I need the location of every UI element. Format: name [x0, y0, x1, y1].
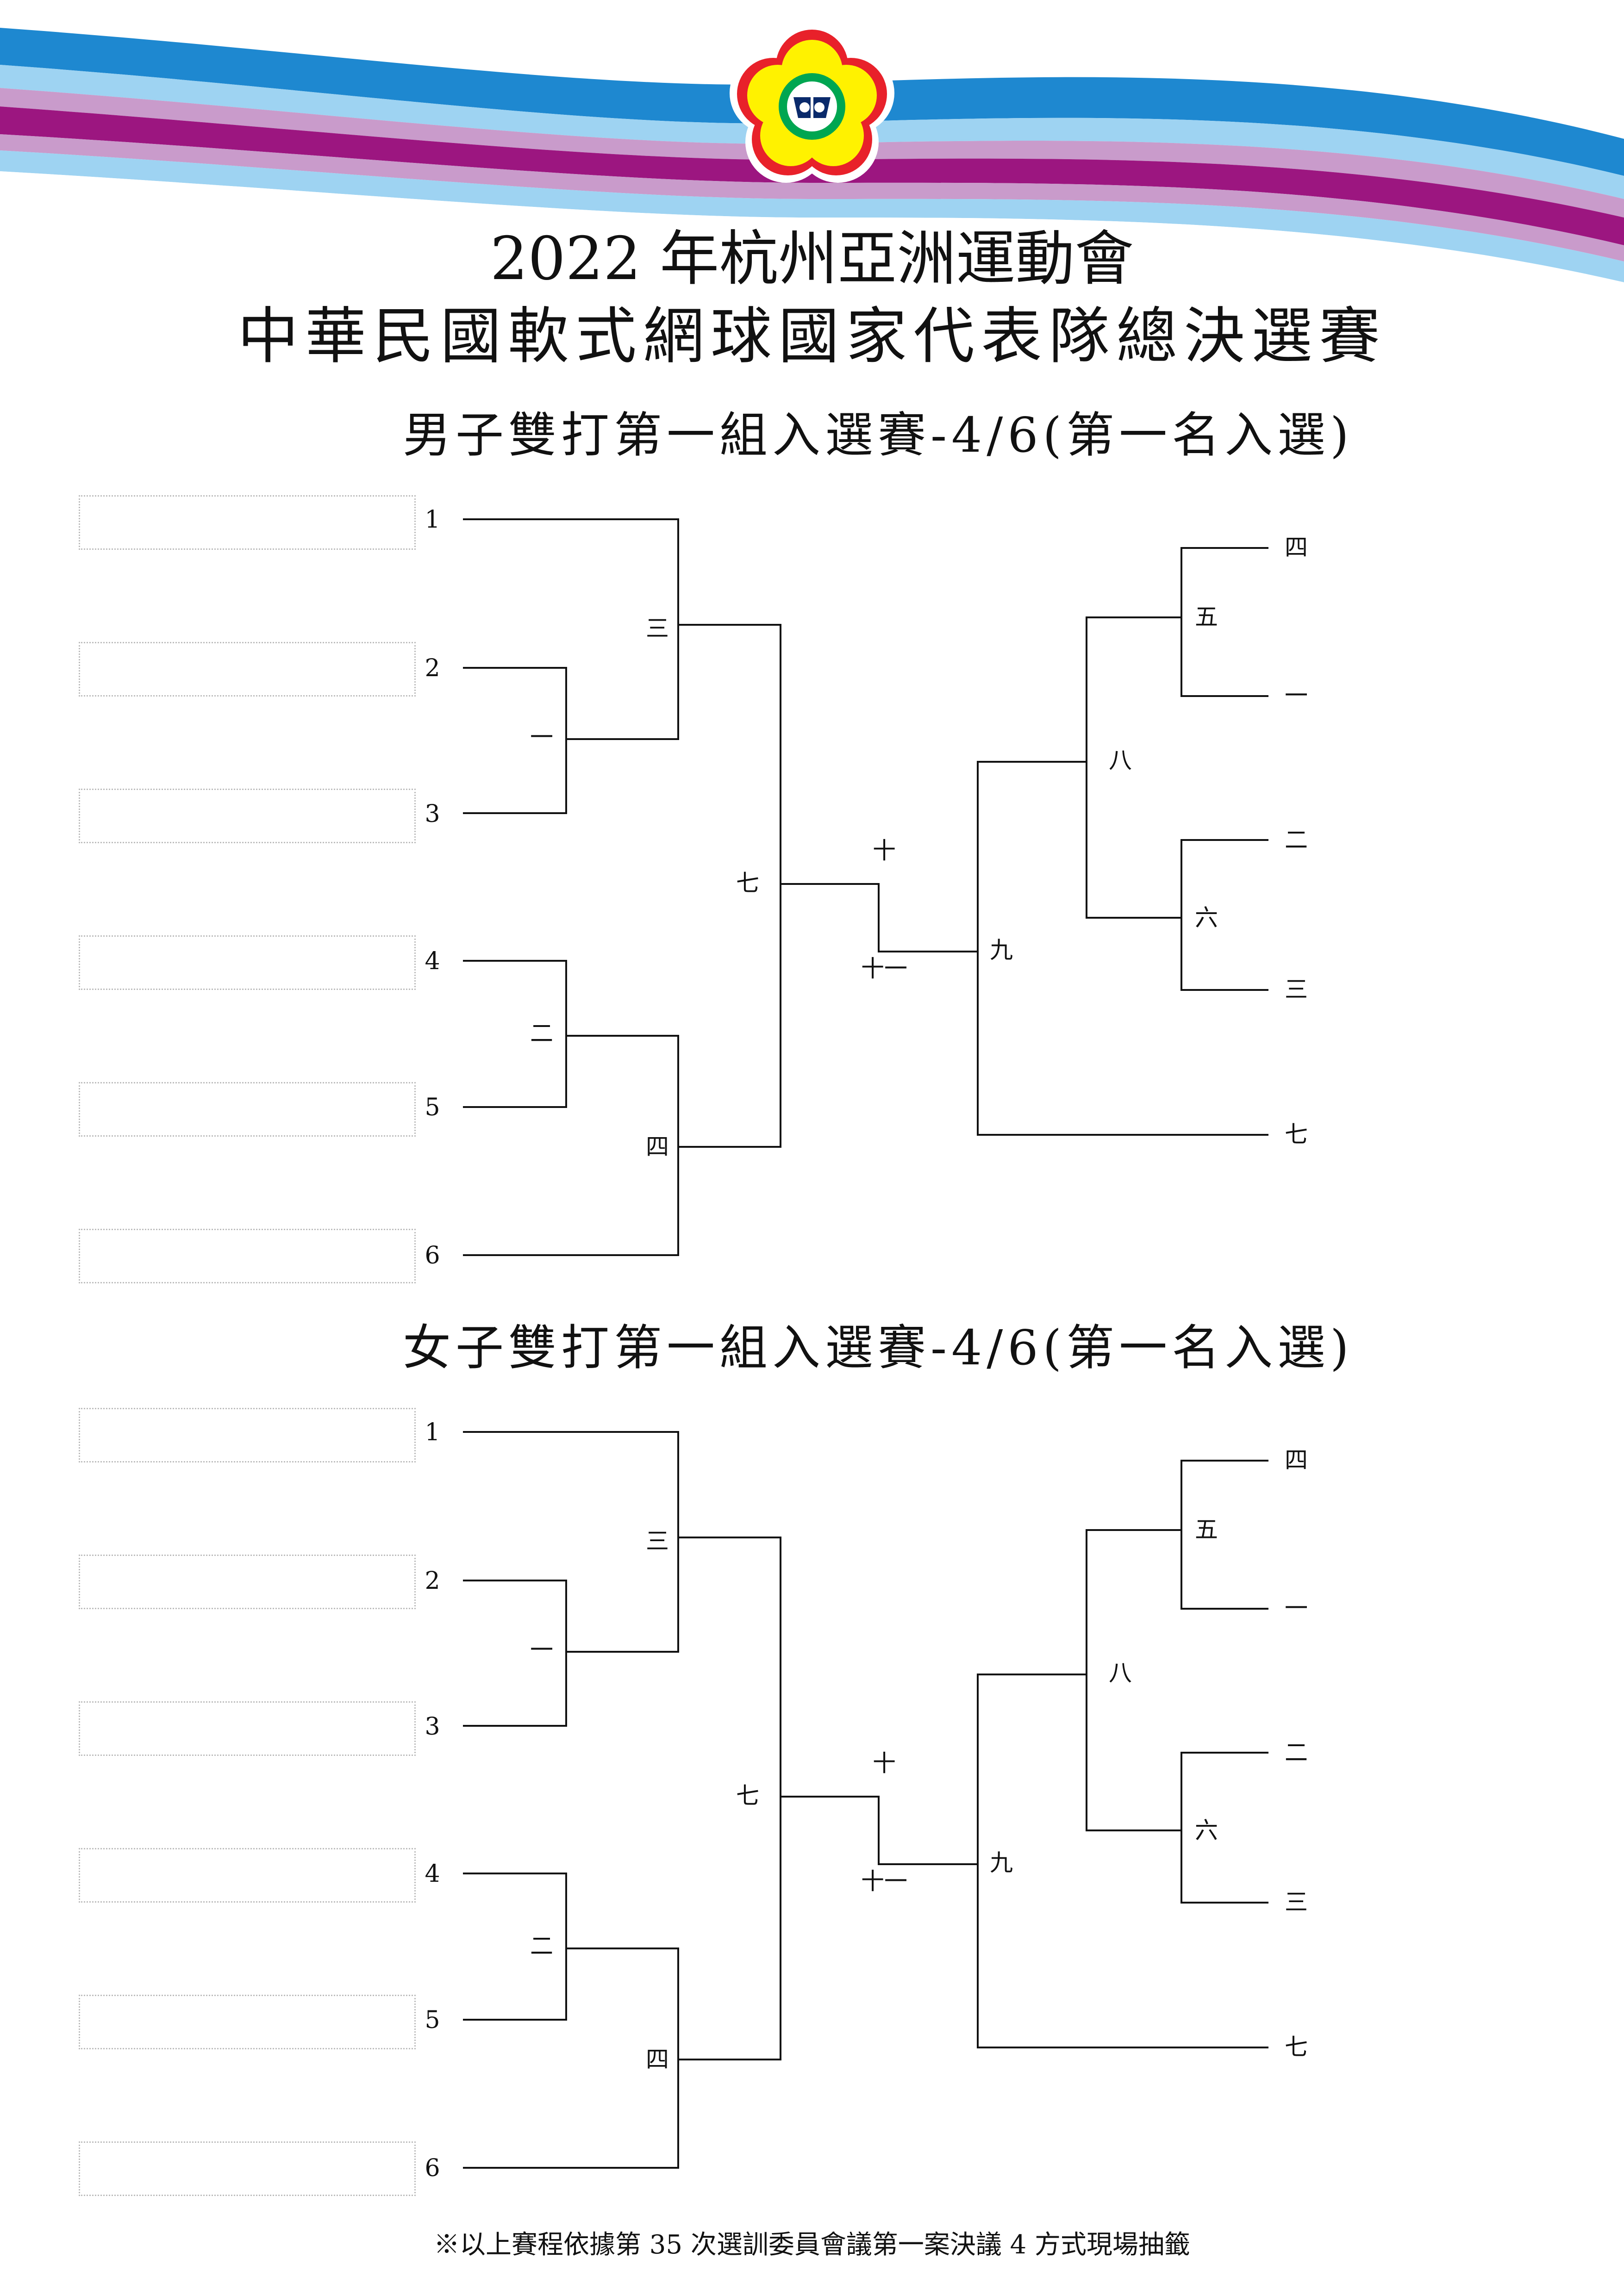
match-label: 五 [1195, 1516, 1218, 1543]
match-label: 九 [990, 1849, 1013, 1876]
match-label: 十 [873, 837, 896, 864]
seed-number: 6 [425, 1242, 440, 1269]
player-name-field[interactable] [79, 1408, 416, 1462]
footnote: ※以上賽程依據第 35 次選訓委員會議第一案決議 4 方式現場抽籤 [433, 2230, 1191, 2260]
bracket-line [463, 1873, 567, 2021]
player-name-field[interactable] [79, 1082, 416, 1137]
seed-number: 1 [425, 506, 440, 534]
bracket-line [463, 1431, 679, 1653]
bracket-line [463, 667, 567, 814]
seed-number: 3 [425, 1713, 440, 1741]
match-label: 一 [530, 724, 553, 751]
match-label: 九 [990, 937, 1013, 964]
match-label: 十 [873, 1750, 896, 1777]
bracket-line [977, 761, 1268, 1136]
bracket-line [463, 1580, 567, 1727]
entry-label: 七 [1285, 2034, 1308, 2060]
bracket-line [781, 883, 978, 952]
entry-label: 七 [1285, 1121, 1308, 1148]
ribbon-stripe [0, 171, 1624, 287]
player-name-field[interactable] [79, 642, 416, 697]
match-label: 二 [530, 1020, 553, 1047]
player-name-field[interactable] [79, 495, 416, 550]
men-doubles-subtitle: 男子雙打第一組入選賽-4/6(第一名入選) [403, 407, 1354, 463]
entry-label: 二 [1285, 827, 1308, 853]
seed-number: 1 [425, 1419, 440, 1446]
entry-label: 二 [1285, 1739, 1308, 1766]
bracket-line [1181, 547, 1268, 697]
match-label: 八 [1109, 747, 1132, 774]
bracket-line [463, 518, 679, 740]
men-bracket: 1 2 3 4 5 6 一 二 三 四 七 十 十一 五 六 八 九 四 一 二… [0, 463, 1624, 1296]
player-name-field[interactable] [79, 2141, 416, 2196]
match-label: 六 [1195, 904, 1218, 931]
player-name-field[interactable] [79, 1555, 416, 1609]
match-label: 一 [530, 1636, 553, 1663]
match-label: 四 [646, 1133, 669, 1160]
bracket-line [1086, 1529, 1181, 1831]
match-label: 三 [646, 1528, 669, 1555]
page-title-line1: 2022 年杭州亞洲運動會 [490, 224, 1134, 293]
match-label: 六 [1195, 1817, 1218, 1844]
ribbon-stripe [0, 106, 1624, 245]
bracket-line [1086, 616, 1181, 919]
match-label: 二 [530, 1933, 553, 1960]
header-banner [0, 22, 1624, 287]
olympic-plum-blossom-logo [730, 22, 894, 183]
seed-number: 2 [425, 654, 440, 682]
match-label: 八 [1109, 1660, 1132, 1686]
match-label: 四 [646, 2046, 669, 2073]
player-name-field[interactable] [79, 1701, 416, 1756]
player-name-field[interactable] [79, 1229, 416, 1283]
bracket-line [977, 1674, 1268, 2048]
women-doubles-subtitle: 女子雙打第一組入選賽-4/6(第一名入選) [403, 1319, 1354, 1376]
seed-number: 5 [425, 1094, 440, 1121]
player-name-field[interactable] [79, 789, 416, 843]
match-label: 三 [646, 615, 669, 642]
match-label: 七 [736, 1782, 759, 1809]
seed-number: 3 [425, 800, 440, 828]
bracket-line [1181, 1752, 1268, 1904]
match-label: 十一 [861, 955, 907, 982]
player-name-field[interactable] [79, 1848, 416, 1903]
page-title-line2: 中華民國軟式網球國家代表隊總決選賽 [237, 301, 1387, 372]
entry-label: 三 [1285, 1889, 1308, 1916]
player-name-field[interactable] [79, 935, 416, 990]
match-label: 七 [736, 870, 759, 896]
seed-number: 4 [425, 947, 440, 975]
bracket-line [678, 624, 781, 1148]
bracket-line [1181, 839, 1268, 991]
bracket-line [678, 1537, 781, 2060]
entry-label: 一 [1285, 1595, 1308, 1622]
seed-number: 2 [425, 1567, 440, 1595]
entry-label: 四 [1285, 534, 1308, 561]
seed-number: 4 [425, 1860, 440, 1888]
ribbon-stripe [0, 150, 1624, 282]
bracket-line [463, 1035, 679, 1256]
entry-label: 四 [1285, 1447, 1308, 1474]
player-name-field[interactable] [79, 1995, 416, 2049]
bracket-line [781, 1796, 978, 1865]
ribbon-stripe [0, 134, 1624, 261]
match-label: 五 [1195, 604, 1218, 630]
entry-label: 三 [1285, 976, 1308, 1003]
bracket-line [1181, 1460, 1268, 1610]
bracket-lines: 1 2 3 4 5 6 一 二 三 四 七 十 十一 五 六 八 九 四 一 二… [425, 506, 1308, 1269]
seed-number: 5 [425, 2006, 440, 2034]
entry-label: 一 [1285, 682, 1308, 709]
bracket-line [463, 1948, 679, 2169]
women-bracket: 1 2 3 4 5 6 一 二 三 四 七 十 十一 五 六 八 九 四 一 二… [0, 1375, 1624, 2209]
seed-number: 6 [425, 2154, 440, 2182]
match-label: 十一 [861, 1868, 907, 1895]
bracket-lines: 1 2 3 4 5 6 一 二 三 四 七 十 十一 五 六 八 九 四 一 二… [425, 1419, 1308, 2182]
bracket-line [463, 960, 567, 1108]
